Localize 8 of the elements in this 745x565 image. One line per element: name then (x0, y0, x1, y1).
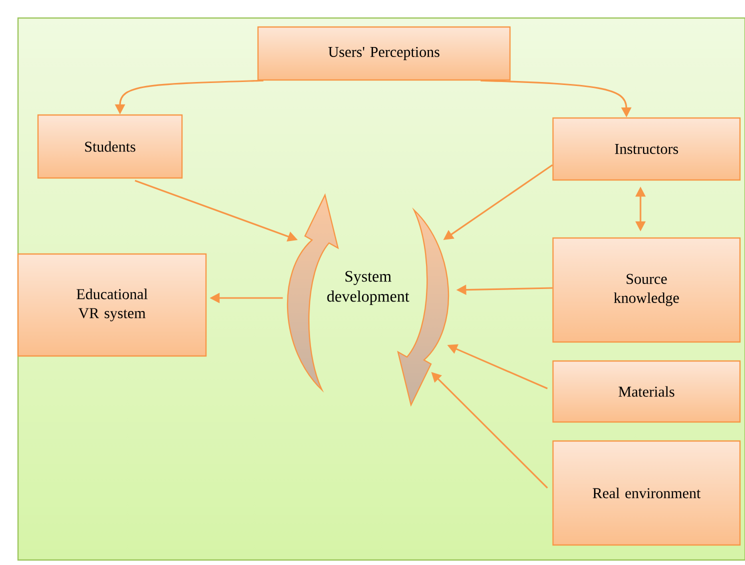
process-box: Instructors (552, 117, 741, 181)
center-label: System development (327, 271, 410, 305)
process-box: Students (37, 114, 183, 179)
process-box: Materials (552, 360, 741, 423)
process-box: Educational VR system (17, 253, 207, 357)
process-box: Users' Perceptions (257, 26, 511, 81)
process-box: Real environment (552, 440, 741, 546)
process-box: Source knowledge (552, 237, 741, 343)
